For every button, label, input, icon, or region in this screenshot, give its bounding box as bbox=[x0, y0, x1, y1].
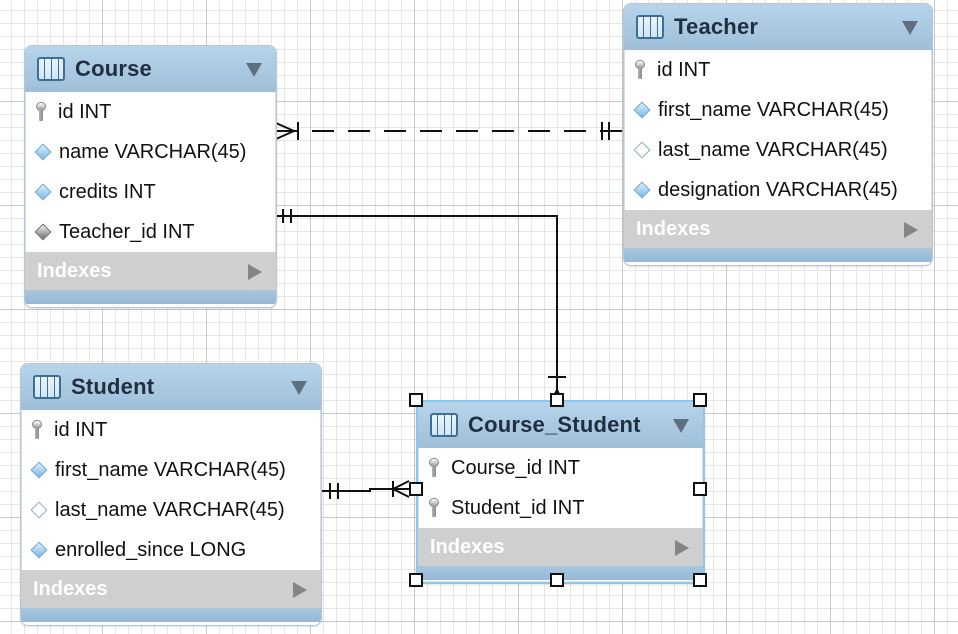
indexes-label: Indexes bbox=[37, 259, 112, 282]
indexes-section[interactable]: Indexes bbox=[624, 210, 932, 248]
student-course-student-relationship[interactable] bbox=[320, 480, 416, 499]
indexes-section[interactable]: Indexes bbox=[418, 528, 703, 566]
table-header[interactable]: Course bbox=[25, 46, 276, 92]
resize-handle-bottom-left[interactable] bbox=[409, 573, 423, 587]
column-list: id INT first_name VARCHAR(45) last_name … bbox=[624, 50, 932, 210]
column-row[interactable]: Teacher_id INT bbox=[26, 212, 275, 252]
resize-handle-middle-left[interactable] bbox=[409, 482, 423, 496]
column-label: Teacher_id INT bbox=[59, 220, 195, 243]
column-label: last_name VARCHAR(45) bbox=[55, 498, 285, 521]
table-icon bbox=[636, 15, 664, 39]
table-card-teacher[interactable]: Teacher id INT first_name VARCHAR(45) la… bbox=[623, 3, 933, 266]
column-label: first_name VARCHAR(45) bbox=[55, 458, 286, 481]
table-header[interactable]: Course_Student bbox=[418, 402, 703, 448]
foreign-key-diamond-icon bbox=[34, 223, 52, 241]
column-row[interactable]: first_name VARCHAR(45) bbox=[625, 90, 931, 130]
column-label: last_name VARCHAR(45) bbox=[658, 138, 888, 161]
indexes-section[interactable]: Indexes bbox=[25, 252, 276, 290]
expand-arrow-icon[interactable] bbox=[248, 264, 262, 280]
column-list: Course_id INT Student_id INT bbox=[418, 448, 703, 528]
collapse-toggle-icon[interactable] bbox=[902, 21, 918, 35]
table-icon bbox=[33, 375, 61, 399]
column-label: id INT bbox=[54, 418, 108, 441]
indexes-section[interactable]: Indexes bbox=[21, 570, 321, 608]
column-label: Course_id INT bbox=[451, 456, 580, 479]
column-list: id INT first_name VARCHAR(45) last_name … bbox=[21, 410, 321, 570]
column-row[interactable]: Student_id INT bbox=[419, 488, 702, 528]
column-row[interactable]: last_name VARCHAR(45) bbox=[625, 130, 931, 170]
resize-handle-bottom-center[interactable] bbox=[550, 573, 564, 587]
key-icon bbox=[429, 458, 439, 478]
column-row[interactable]: designation VARCHAR(45) bbox=[625, 170, 931, 210]
column-row[interactable]: credits INT bbox=[26, 172, 275, 212]
table-header[interactable]: Teacher bbox=[624, 4, 932, 50]
collapse-toggle-icon[interactable] bbox=[673, 419, 689, 433]
key-icon bbox=[36, 102, 46, 122]
blue-diamond-icon bbox=[34, 143, 52, 161]
table-footer bbox=[624, 248, 932, 262]
table-header[interactable]: Student bbox=[21, 364, 321, 410]
table-card-course-student[interactable]: Course_Student Course_id INT Student_id … bbox=[416, 400, 705, 584]
table-icon bbox=[430, 413, 458, 437]
column-label: id INT bbox=[58, 100, 112, 123]
expand-arrow-icon[interactable] bbox=[904, 222, 918, 238]
blue-diamond-icon bbox=[633, 101, 651, 119]
column-list: id INT name VARCHAR(45) credits INT Teac… bbox=[25, 92, 276, 252]
column-label: id INT bbox=[657, 58, 711, 81]
column-label: first_name VARCHAR(45) bbox=[658, 98, 889, 121]
key-icon bbox=[429, 498, 439, 518]
outline-diamond-icon bbox=[30, 501, 48, 519]
collapse-toggle-icon[interactable] bbox=[291, 381, 307, 395]
resize-handle-top-left[interactable] bbox=[409, 393, 423, 407]
column-row[interactable]: id INT bbox=[625, 50, 931, 90]
collapse-toggle-icon[interactable] bbox=[246, 63, 262, 77]
column-row[interactable]: last_name VARCHAR(45) bbox=[22, 490, 320, 530]
column-label: enrolled_since LONG bbox=[55, 538, 247, 561]
key-icon bbox=[635, 60, 645, 80]
table-title: Course_Student bbox=[468, 412, 641, 437]
column-row[interactable]: enrolled_since LONG bbox=[22, 530, 320, 570]
key-icon bbox=[32, 420, 42, 440]
column-row[interactable]: name VARCHAR(45) bbox=[26, 132, 275, 172]
table-icon bbox=[37, 57, 65, 81]
blue-diamond-icon bbox=[30, 461, 48, 479]
resize-handle-top-right[interactable] bbox=[693, 393, 707, 407]
table-card-course[interactable]: Course id INT name VARCHAR(45) credits I… bbox=[24, 45, 277, 308]
table-footer bbox=[21, 608, 321, 622]
column-label: Student_id INT bbox=[451, 496, 585, 519]
expand-arrow-icon[interactable] bbox=[675, 540, 689, 556]
table-title: Teacher bbox=[674, 14, 759, 39]
course-teacher-relationship[interactable] bbox=[275, 122, 624, 140]
table-card-student[interactable]: Student id INT first_name VARCHAR(45) la… bbox=[20, 363, 322, 626]
outline-diamond-icon bbox=[633, 141, 651, 159]
indexes-label: Indexes bbox=[430, 535, 505, 558]
indexes-label: Indexes bbox=[636, 217, 711, 240]
table-title: Course bbox=[75, 56, 152, 81]
indexes-label: Indexes bbox=[33, 577, 108, 600]
blue-diamond-icon bbox=[34, 183, 52, 201]
column-row[interactable]: id INT bbox=[26, 92, 275, 132]
column-label: credits INT bbox=[59, 180, 156, 203]
blue-diamond-icon bbox=[30, 541, 48, 559]
resize-handle-top-center[interactable] bbox=[550, 393, 564, 407]
column-row[interactable]: first_name VARCHAR(45) bbox=[22, 450, 320, 490]
resize-handle-middle-right[interactable] bbox=[693, 482, 707, 496]
table-footer bbox=[25, 290, 276, 304]
column-label: name VARCHAR(45) bbox=[59, 140, 247, 163]
column-row[interactable]: id INT bbox=[22, 410, 320, 450]
table-title: Student bbox=[71, 374, 155, 399]
column-label: designation VARCHAR(45) bbox=[658, 178, 898, 201]
column-row[interactable]: Course_id INT bbox=[419, 448, 702, 488]
expand-arrow-icon[interactable] bbox=[293, 582, 307, 598]
blue-diamond-icon bbox=[633, 181, 651, 199]
resize-handle-bottom-right[interactable] bbox=[693, 573, 707, 587]
